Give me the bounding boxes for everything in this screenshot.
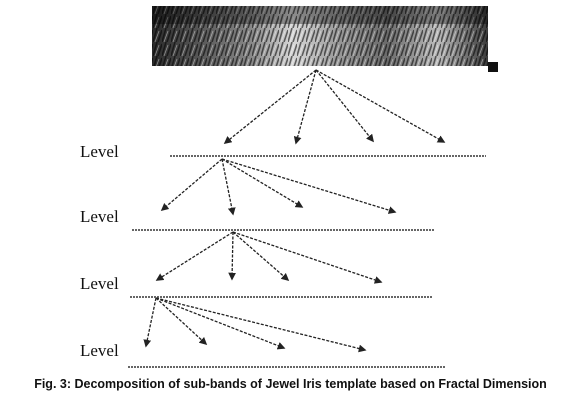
level-1-arrow-2 <box>293 69 317 145</box>
level-2-arrow-1 <box>160 158 223 212</box>
iris-template-image <box>152 6 498 72</box>
baseline-group <box>128 155 486 368</box>
level-4-arrow-2 <box>155 297 208 346</box>
level-3-arrow-2 <box>228 231 237 281</box>
level-label-2: Level <box>80 207 119 226</box>
level-label-3: Level <box>80 274 119 293</box>
level-2-arrow-4 <box>221 158 397 214</box>
level-2-arrow-3 <box>221 158 304 208</box>
figure-caption: Fig. 3: Decomposition of sub-bands of Je… <box>34 377 547 391</box>
level-1-arrow-4 <box>315 69 446 143</box>
level-2-arrow-2 <box>221 158 236 216</box>
level-4-arrow-1 <box>143 297 157 348</box>
level-label-1: Level <box>80 142 119 161</box>
level-1-arrow-3 <box>315 69 374 143</box>
level-label-4: Level <box>80 341 119 360</box>
level-3-arrow-1 <box>155 231 234 281</box>
level-3-arrow-3 <box>232 231 290 282</box>
level-1-arrow-1 <box>223 69 317 144</box>
level-3-arrow-4 <box>232 231 383 284</box>
level-4-arrow-4 <box>155 297 367 353</box>
arrow-group <box>143 69 446 353</box>
level-4-arrow-3 <box>155 297 286 350</box>
